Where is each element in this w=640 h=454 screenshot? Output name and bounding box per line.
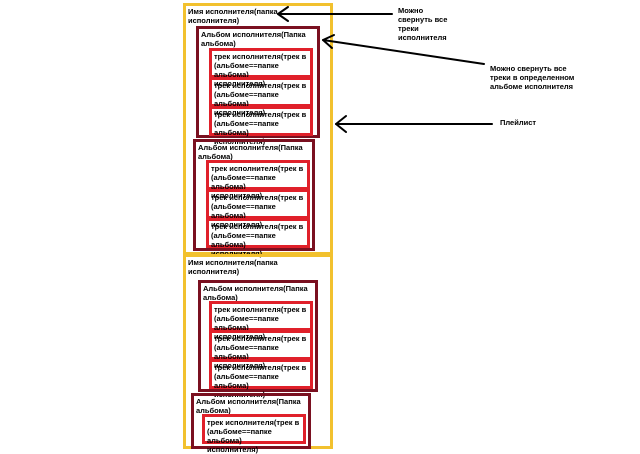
track-label: трек исполнителя(трек в (альбоме==папке … bbox=[214, 305, 307, 341]
track-label: трек исполнителя(трек в (альбоме==папке … bbox=[211, 193, 304, 229]
track-item[interactable]: трек исполнителя(трек в (альбоме==папке … bbox=[209, 301, 313, 341]
annotation-collapse-artist: Можно свернуть все треки исполнителя bbox=[398, 6, 448, 42]
left-arrow-icon bbox=[322, 34, 485, 65]
track-item[interactable]: трек исполнителя(трек в (альбоме==папке … bbox=[206, 218, 310, 258]
album-label: Альбом исполнителя(Папка альбома) bbox=[203, 284, 308, 302]
track-label: трек исполнителя(трек в (альбоме==папке … bbox=[214, 52, 307, 88]
album-folder-2[interactable]: Альбом исполнителя(Папка альбома) bbox=[193, 139, 315, 251]
track-label: трек исполнителя(трек в (альбоме==папке … bbox=[214, 334, 307, 370]
left-arrow-icon bbox=[277, 6, 393, 22]
annotation-playlist: Плейлист bbox=[500, 118, 537, 127]
artist-folder-1[interactable]: Имя исполнителя(папка исполнителя) bbox=[183, 3, 333, 255]
track-item[interactable]: трек исполнителя(трек в (альбоме==папке … bbox=[206, 189, 310, 229]
track-label: трек исполнителя(трек в (альбоме==папке … bbox=[211, 222, 304, 258]
track-label: трек исполнителя(трек в (альбоме==папке … bbox=[214, 81, 307, 117]
annotation-collapse-album: Можно свернуть все треки в определенном … bbox=[490, 64, 575, 91]
track-item[interactable]: трек исполнителя(трек в (альбоме==папке … bbox=[206, 160, 310, 200]
album-folder-1[interactable]: Альбом исполнителя(Папка альбома) bbox=[196, 26, 320, 138]
album-folder-3[interactable]: Альбом исполнителя(Папка альбома) bbox=[198, 280, 318, 392]
track-item[interactable]: трек исполнителя(трек в (альбоме==папке … bbox=[209, 48, 313, 88]
album-label: Альбом исполнителя(Папка альбома) bbox=[196, 397, 301, 415]
album-label: Альбом исполнителя(Папка альбома) bbox=[201, 30, 306, 48]
album-label: Альбом исполнителя(Папка альбома) bbox=[198, 143, 303, 161]
artist-label: Имя исполнителя(папка исполнителя) bbox=[188, 7, 278, 25]
track-item[interactable]: трек исполнителя(трек в (альбоме==папке … bbox=[209, 77, 313, 117]
track-label: трек исполнителя(трек в (альбоме==папке … bbox=[211, 164, 304, 200]
track-item[interactable]: трек исполнителя(трек в (альбоме==папке … bbox=[209, 330, 313, 370]
left-arrow-icon bbox=[335, 115, 493, 133]
artist-label: Имя исполнителя(папка исполнителя) bbox=[188, 258, 278, 276]
